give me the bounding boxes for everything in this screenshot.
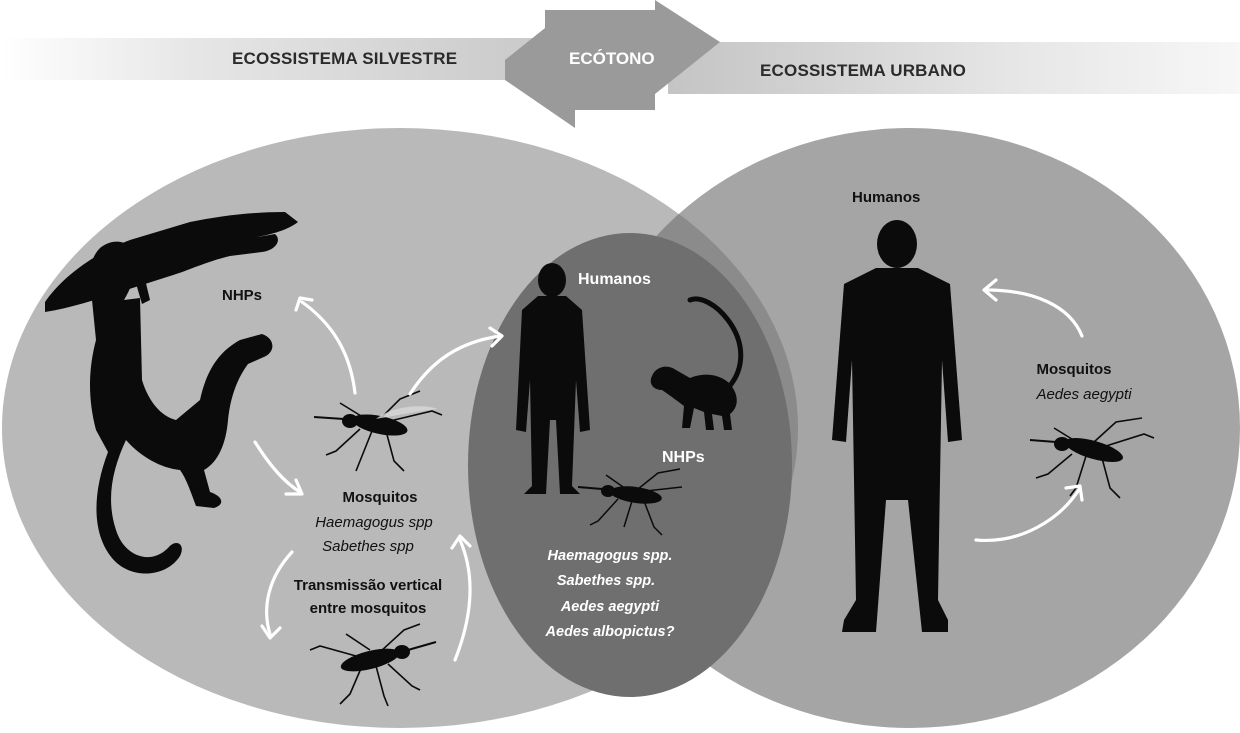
sylvatic-mosquitos-title: Mosquitos bbox=[343, 489, 418, 506]
curved-arrow-icon bbox=[294, 296, 314, 312]
curved-arrow-icon bbox=[260, 624, 282, 640]
mosquito-silhouette-sylvatic-top bbox=[313, 390, 443, 472]
ecotone-species-aedes-albopictus: Aedes albopictus? bbox=[545, 624, 675, 640]
double-arrow-icon bbox=[505, 0, 720, 128]
curved-arrow-icon bbox=[284, 478, 304, 496]
sylvatic-nhps-label: NHPs bbox=[222, 287, 262, 304]
ecosystem-circles bbox=[2, 128, 1240, 728]
sylvatic-band bbox=[0, 38, 560, 80]
curved-arrow-icon bbox=[982, 278, 998, 302]
curved-arrow-icon bbox=[984, 288, 1084, 338]
curved-arrow-icon bbox=[453, 538, 472, 662]
curved-arrow-icon bbox=[450, 534, 472, 550]
mosquito-silhouette-urban bbox=[1029, 417, 1155, 499]
curved-arrow-icon bbox=[974, 486, 1082, 543]
urban-mosquitos-title: Mosquitos bbox=[1037, 361, 1112, 378]
curved-arrow-icon bbox=[253, 440, 302, 494]
ecotone-species-sabethes: Sabethes spp. bbox=[557, 573, 655, 589]
ecotone-species-haemagogus: Haemagogus spp. bbox=[548, 548, 673, 564]
urban-band bbox=[668, 42, 1240, 94]
sylvatic-species-haemagogus: Haemagogus spp bbox=[315, 514, 433, 531]
sylvatic-cycle-arrows bbox=[253, 296, 504, 662]
curved-arrow-icon bbox=[408, 334, 502, 396]
vertical-transmission-line2: entre mosquitos bbox=[310, 600, 427, 617]
monkey-silhouette bbox=[45, 212, 298, 574]
vertical-transmission-line1: Transmissão vertical bbox=[294, 577, 442, 594]
monkey-silhouette-ecotone bbox=[650, 296, 744, 430]
urban-species-aedes-aegypti: Aedes aegypti bbox=[1035, 386, 1132, 403]
curved-arrow-icon bbox=[265, 550, 294, 636]
header-band: ECOSSISTEMA SILVESTRE ECÓTONO ECOSSISTEM… bbox=[0, 0, 1240, 128]
curved-arrow-icon bbox=[1064, 484, 1084, 502]
ecotone-humans-label: Humanos bbox=[578, 271, 651, 288]
ecotone-species-aedes-aegypti: Aedes aegypti bbox=[560, 599, 660, 615]
sylvatic-species-sabethes: Sabethes spp bbox=[322, 538, 414, 555]
curved-arrow-icon bbox=[488, 326, 504, 348]
ecotone-label: ECÓTONO bbox=[569, 49, 655, 68]
sylvatic-ecosystem-label: ECOSSISTEMA SILVESTRE bbox=[232, 49, 457, 68]
human-silhouette-urban bbox=[832, 220, 962, 632]
human-silhouette-ecotone bbox=[516, 263, 590, 494]
urban-ecosystem-label: ECOSSISTEMA URBANO bbox=[760, 61, 966, 80]
mosquito-silhouette-sylvatic-bottom bbox=[309, 623, 437, 707]
urban-cycle-arrows bbox=[974, 278, 1084, 543]
ecotone-nhps-label: NHPs bbox=[662, 449, 705, 466]
curved-arrow-icon bbox=[300, 300, 357, 395]
mosquito-silhouette-ecotone bbox=[577, 468, 683, 536]
urban-humans-label: Humanos bbox=[852, 189, 920, 206]
